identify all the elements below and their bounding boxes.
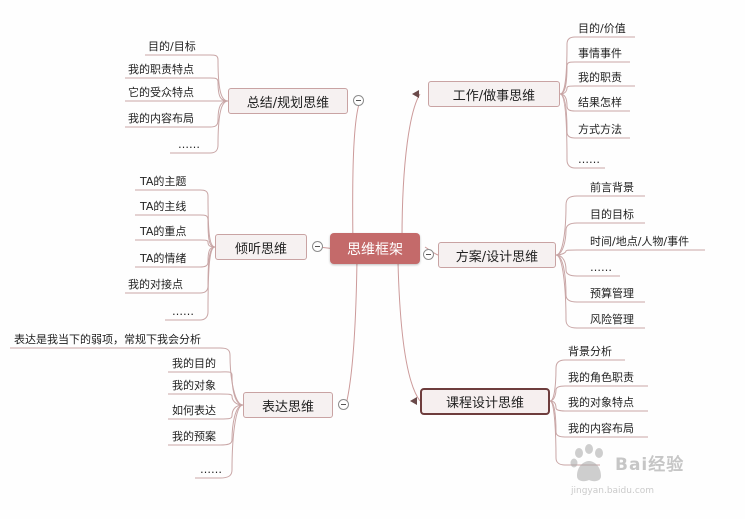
paw-logo-icon <box>570 444 603 482</box>
leaf-course-1[interactable]: 背景分析 <box>568 345 612 358</box>
watermark: Bai经验 jingyan.baidu.com <box>565 440 715 506</box>
leaf-summary-3[interactable]: 它的受众特点 <box>128 86 194 99</box>
leaf-summary-2[interactable]: 我的职责特点 <box>128 63 194 76</box>
branch-listen[interactable]: 倾听思维 <box>215 234 307 260</box>
collapse-summary-icon[interactable] <box>353 95 364 106</box>
leaf-express-5[interactable]: …… <box>200 463 222 476</box>
leaf-work-2[interactable]: 事情事件 <box>578 47 622 60</box>
leaf-summary-1[interactable]: 目的/目标 <box>148 40 196 53</box>
arrow-work-icon <box>412 90 419 98</box>
leaf-plan-3[interactable]: 时间/地点/人物/事件 <box>590 235 690 248</box>
leaf-express-1[interactable]: 我的目的 <box>172 357 216 370</box>
collapse-listen-icon[interactable] <box>312 241 323 252</box>
watermark-title: Bai经验 <box>615 455 685 475</box>
watermark-url: jingyan.baidu.com <box>571 486 655 496</box>
leaf-course-4[interactable]: 我的内容布局 <box>568 422 634 435</box>
leaf-work-6[interactable]: …… <box>578 153 600 166</box>
leaf-plan-1[interactable]: 前言背景 <box>590 181 634 194</box>
leaf-work-1[interactable]: 目的/价值 <box>578 22 626 35</box>
leaf-plan-2[interactable]: 目的目标 <box>590 208 634 221</box>
leaf-course-2[interactable]: 我的角色职责 <box>568 371 634 384</box>
leaf-express-note[interactable]: 表达是我当下的弱项，常规下我会分析 <box>14 333 201 346</box>
leaf-listen-2[interactable]: TA的主线 <box>140 200 187 213</box>
leaf-plan-6[interactable]: 风险管理 <box>590 313 634 326</box>
branch-express[interactable]: 表达思维 <box>243 392 333 418</box>
leaf-plan-4[interactable]: …… <box>590 261 612 274</box>
leaf-work-5[interactable]: 方式方法 <box>578 123 622 136</box>
leaf-summary-4[interactable]: 我的内容布局 <box>128 112 194 125</box>
leaf-course-3[interactable]: 我的对象特点 <box>568 396 634 409</box>
leaf-express-3[interactable]: 如何表达 <box>172 404 216 417</box>
branch-summary[interactable]: 总结/规划思维 <box>228 88 348 114</box>
leaf-work-4[interactable]: 结果怎样 <box>578 96 622 109</box>
branch-work[interactable]: 工作/做事思维 <box>428 81 560 107</box>
arrow-course-icon <box>410 397 417 405</box>
leaf-listen-5[interactable]: 我的对接点 <box>128 278 183 291</box>
root-node[interactable]: 思维框架 <box>330 233 420 264</box>
branch-course[interactable]: 课程设计思维 <box>420 388 550 415</box>
leaf-plan-5[interactable]: 预算管理 <box>590 287 634 300</box>
leaf-work-3[interactable]: 我的职责 <box>578 71 622 84</box>
leaf-express-2[interactable]: 我的对象 <box>172 379 216 392</box>
leaf-listen-4[interactable]: TA的情绪 <box>140 252 187 265</box>
leaf-listen-3[interactable]: TA的重点 <box>140 225 187 238</box>
collapse-plan-icon[interactable] <box>423 249 434 260</box>
leaf-summary-5[interactable]: …… <box>178 138 200 151</box>
leaf-listen-1[interactable]: TA的主题 <box>140 175 187 188</box>
leaf-express-4[interactable]: 我的预案 <box>172 430 216 443</box>
branch-plan[interactable]: 方案/设计思维 <box>438 242 556 268</box>
collapse-express-icon[interactable] <box>338 399 349 410</box>
leaf-listen-6[interactable]: …… <box>172 305 194 318</box>
